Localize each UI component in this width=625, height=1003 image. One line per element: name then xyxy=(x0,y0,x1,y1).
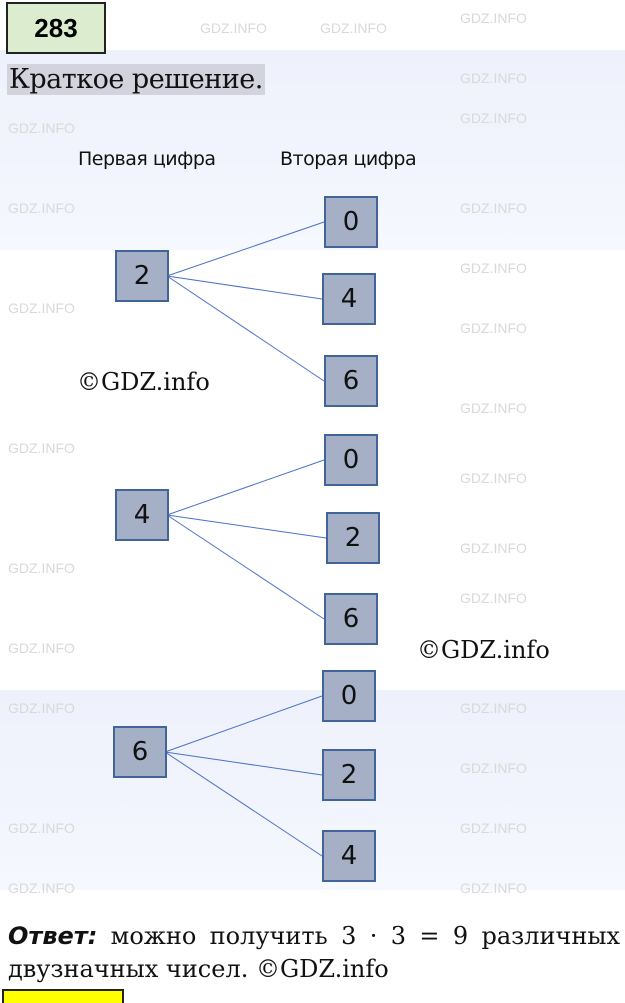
watermark-text: GDZ.INFO xyxy=(8,640,75,656)
first-digit-box: 4 xyxy=(115,489,169,541)
copyright-mark: ©GDZ.info xyxy=(77,368,210,396)
answer-label: Ответ: xyxy=(8,922,98,950)
watermark-text: GDZ.INFO xyxy=(8,820,75,836)
first-digit-box: 2 xyxy=(115,250,169,302)
watermark-text: GDZ.INFO xyxy=(8,560,75,576)
tree-branch-line xyxy=(164,695,323,753)
second-digit-box: 2 xyxy=(322,749,376,801)
copyright-mark: ©GDZ.info xyxy=(417,636,550,664)
tree-branch-line xyxy=(166,514,325,620)
tree-branch-line xyxy=(166,275,325,382)
watermark-text: GDZ.INFO xyxy=(8,200,75,216)
second-digit-box: 0 xyxy=(322,670,376,722)
section-title: Краткое решение. xyxy=(7,64,265,95)
header-second-digit: Вторая цифра xyxy=(280,148,417,170)
answer-body: можно получить 3 · 3 = 9 различных двузн… xyxy=(8,922,620,983)
second-digit-box: 0 xyxy=(324,196,378,248)
watermark-text: GDZ.INFO xyxy=(460,320,527,336)
watermark-text: GDZ.INFO xyxy=(460,700,527,716)
tree-branch-line xyxy=(166,459,325,516)
watermark-text: GDZ.INFO xyxy=(8,120,75,136)
tree-branch-line xyxy=(164,751,323,776)
watermark-text: GDZ.INFO xyxy=(200,20,267,36)
second-digit-box: 6 xyxy=(324,593,378,645)
watermark-text: GDZ.INFO xyxy=(460,470,527,486)
header-first-digit: Первая цифра xyxy=(78,148,216,170)
watermark-text: GDZ.INFO xyxy=(320,20,387,36)
watermark-text: GDZ.INFO xyxy=(460,540,527,556)
tree-branch-line xyxy=(166,275,323,300)
watermark-text: GDZ.INFO xyxy=(8,880,75,896)
watermark-text: GDZ.INFO xyxy=(460,880,527,896)
highlight-box xyxy=(2,989,124,1003)
watermark-text: GDZ.INFO xyxy=(460,590,527,606)
watermark-text: GDZ.INFO xyxy=(8,300,75,316)
watermark-text: GDZ.INFO xyxy=(460,10,527,26)
watermark-text: GDZ.INFO xyxy=(460,70,527,86)
tree-branch-line xyxy=(166,514,327,539)
watermark-text: GDZ.INFO xyxy=(8,700,75,716)
watermark-text: GDZ.INFO xyxy=(460,110,527,126)
watermark-band xyxy=(0,690,625,890)
first-digit-box: 6 xyxy=(113,726,167,778)
second-digit-box: 4 xyxy=(322,830,376,882)
second-digit-box: 4 xyxy=(322,273,376,325)
task-number: 283 xyxy=(6,2,106,54)
tree-branch-line xyxy=(164,751,323,857)
watermark-text: GDZ.INFO xyxy=(460,820,527,836)
watermark-text: GDZ.INFO xyxy=(460,200,527,216)
watermark-text: GDZ.INFO xyxy=(460,760,527,776)
second-digit-box: 0 xyxy=(324,434,378,486)
second-digit-box: 6 xyxy=(324,355,378,407)
answer-text: Ответ: можно получить 3 · 3 = 9 различны… xyxy=(8,920,620,986)
second-digit-box: 2 xyxy=(326,512,380,564)
watermark-text: GDZ.INFO xyxy=(8,440,75,456)
watermark-text: GDZ.INFO xyxy=(460,260,527,276)
tree-branch-line xyxy=(166,221,325,277)
watermark-text: GDZ.INFO xyxy=(460,400,527,416)
